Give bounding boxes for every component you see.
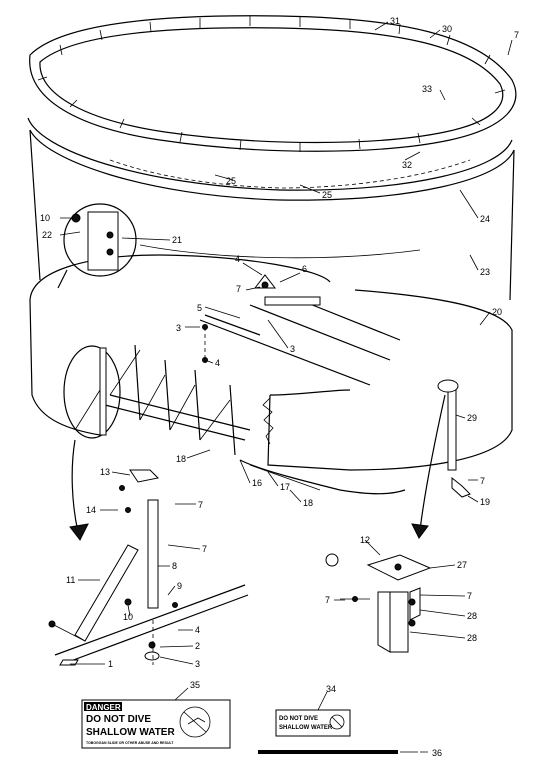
callout-25: 25 [322,190,332,200]
callout-6: 6 [302,264,307,274]
callout-8: 8 [172,561,177,571]
callout-32: 32 [402,160,412,170]
callout-24: 24 [480,214,490,224]
callout-17: 17 [280,482,290,492]
callout-29: 29 [467,413,477,423]
callout-4c: 4 [195,625,200,635]
callout-28: 28 [467,611,477,621]
danger-sign: DANGER DO NOT DIVE SHALLOW WATER TOBOGGA… [81,699,231,749]
callout-9: 9 [177,581,182,591]
leader-lines [59,21,513,753]
callout-13: 13 [100,467,110,477]
callout-4: 4 [235,254,240,264]
callout-28b: 28 [467,633,477,643]
callout-7g: 7 [325,595,330,605]
exploded-view-right [325,553,432,653]
callout-7f: 7 [467,591,472,601]
callout-36: 36 [432,748,442,758]
callout-16: 16 [252,478,262,488]
callout-7b: 7 [236,284,241,294]
callout-20: 20 [492,307,502,317]
warning-strip [258,750,418,754]
small-sign: DO NOT DIVE SHALLOW WATER [275,709,351,737]
liner [29,129,515,301]
callout-7d: 7 [198,500,203,510]
callout-3b: 3 [290,344,295,354]
callout-labels: 31 30 7 33 32 25 25 24 23 20 10 22 21 4 … [40,16,519,758]
callout-31: 31 [390,16,400,26]
callout-18b: 18 [303,498,313,508]
top-center-parts [202,274,321,363]
top-ledge-rings [27,117,515,201]
danger-sign-line1: DO NOT DIVE [86,714,151,725]
callout-33: 33 [422,84,432,94]
callout-5: 5 [197,303,202,313]
callout-21: 21 [172,235,182,245]
callout-34: 34 [326,684,336,694]
callout-3: 3 [176,323,181,333]
callout-4b: 4 [215,358,220,368]
callout-1: 1 [108,659,113,669]
callout-12: 12 [360,535,370,545]
callout-2: 2 [195,641,200,651]
callout-7c: 7 [480,476,485,486]
callout-23: 23 [480,267,490,277]
upright-right [437,379,471,498]
callout-30: 30 [442,24,452,34]
callout-10: 10 [40,213,50,223]
danger-sign-fine-print: TOBOGGAN SLIDE OR OTHER ABUSE AND RESULT [86,741,174,745]
callout-14: 14 [86,505,96,515]
danger-sign-line2: SHALLOW WATER [86,727,175,738]
exploded-view-left [48,469,249,666]
callout-22: 22 [42,230,52,240]
callout-18: 18 [176,454,186,464]
callout-35: 35 [190,680,200,690]
arrows [69,394,446,541]
callout-19: 19 [480,497,490,507]
callout-3c: 3 [195,659,200,669]
top-rail-ring [29,15,517,152]
detail-circle-left [63,345,121,439]
small-sign-line2: SHALLOW WATER [279,725,333,731]
callout-10b: 10 [123,612,133,622]
callout-27: 27 [457,560,467,570]
callout-11: 11 [66,575,75,585]
callout-7: 7 [514,30,519,40]
small-sign-line1: DO NOT DIVE [279,716,318,722]
bottom-rails [104,299,406,495]
callout-7e: 7 [202,544,207,554]
callout-26: 25 [226,176,236,186]
pool-wall [29,254,513,471]
danger-sign-header: DANGER [86,703,121,712]
detail-circle-top-left [57,203,137,289]
